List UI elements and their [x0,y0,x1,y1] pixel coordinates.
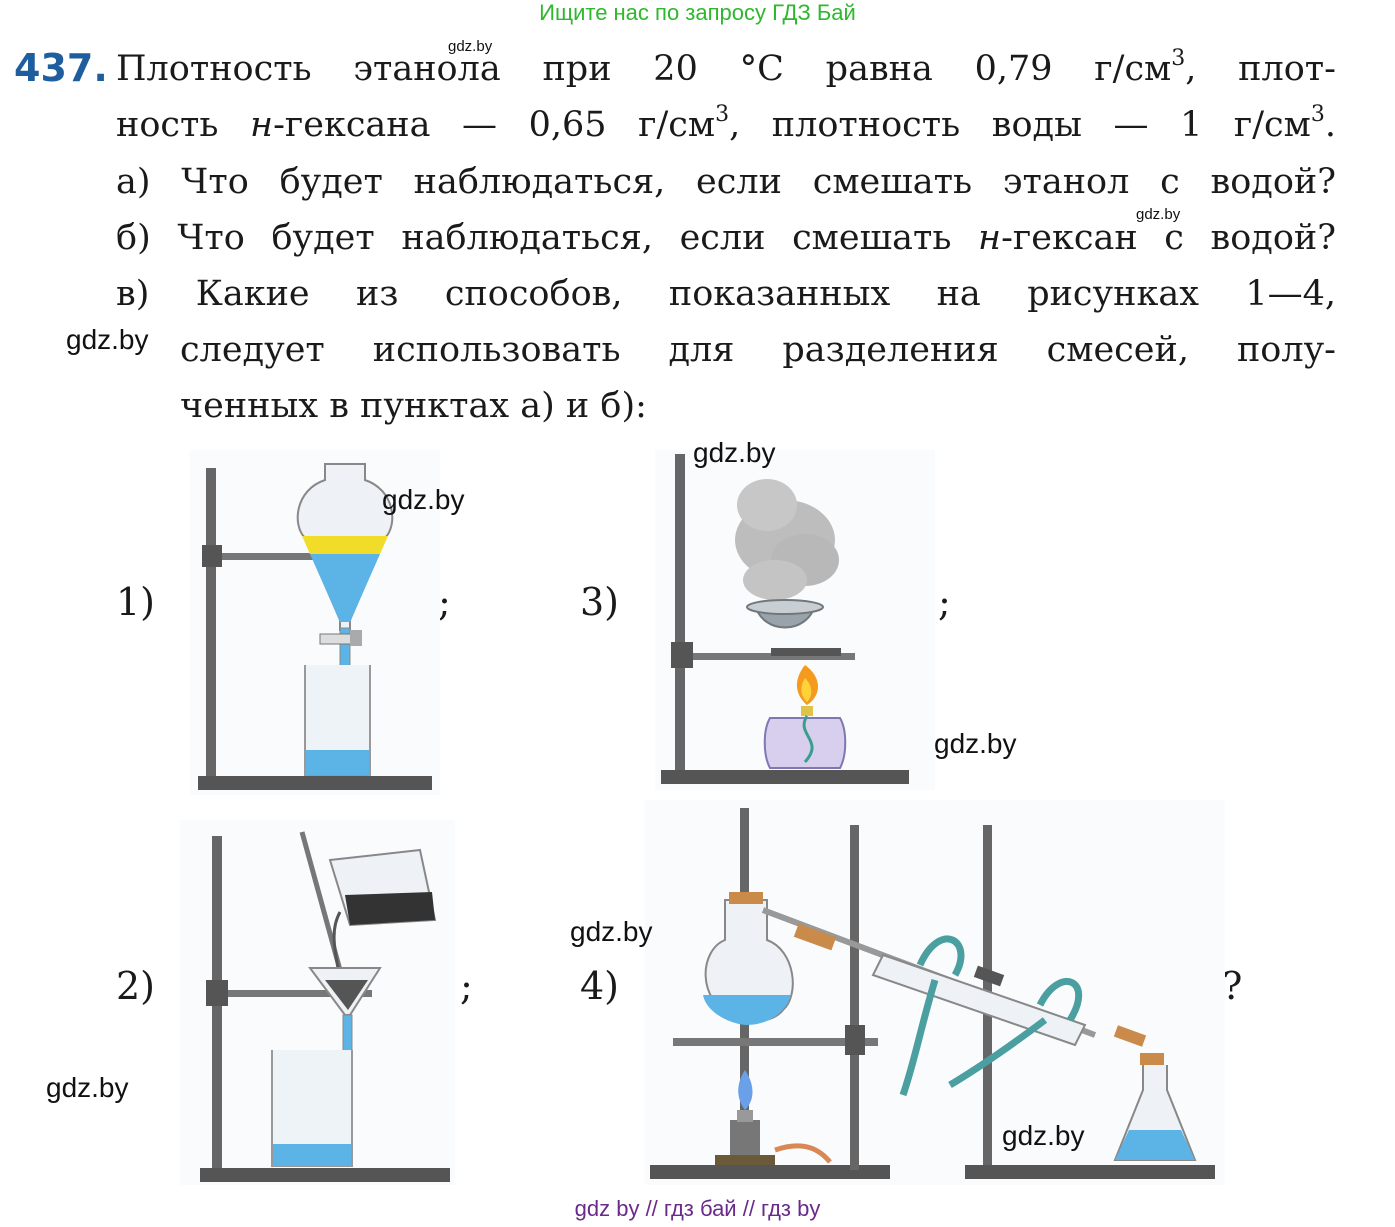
figure-1-end: ; [438,580,451,624]
figure-3-label: 3) [580,580,620,624]
watermark: gdz.by [1002,1120,1085,1151]
figure-2-filtration [180,820,455,1185]
figure-4-end: ? [1222,964,1243,1008]
figure-2-end: ; [460,964,473,1008]
question-c-line-1: в) Какие из способов, показанных на рису… [116,274,1336,314]
watermark: gdz.by [66,324,149,355]
watermark: gdz.by [1136,206,1181,223]
figure-1-label: 1) [116,580,156,624]
task-number: 437. [14,46,108,90]
figure-3-end: ; [938,580,951,624]
task-text-line-2: ность н-гексана — 0,65 г/см3, плотность … [116,102,1337,145]
figure-1-separating-funnel [190,450,440,795]
watermark: gdz.by [448,38,493,55]
question-b: б) Что будет наблюдаться, если смешать н… [116,218,1336,258]
footer: gdz by // гдз бай // гдз by [574,1196,821,1221]
figure-4-distillation [645,800,1225,1185]
watermark: gdz.by [570,916,653,947]
figure-2-label: 2) [116,964,156,1008]
watermark: gdz.by [382,484,465,515]
question-a: а) Что будет наблюдаться, если смешать э… [116,162,1336,202]
question-c-line-3: ченных в пунктах а) и б): [180,386,647,426]
figure-4-label: 4) [580,964,620,1008]
watermark: gdz.by [934,728,1017,759]
question-c-line-2: следует использовать для разделения смес… [180,330,1336,370]
task-text-line-1: Плотность этанола при 20 °С равна 0,79 г… [116,46,1336,89]
top-banner: Ищите нас по запросу ГДЗ Бай [539,0,856,25]
watermark: gdz.by [693,437,776,468]
figure-3-evaporation [655,450,935,790]
watermark: gdz.by [46,1072,129,1103]
